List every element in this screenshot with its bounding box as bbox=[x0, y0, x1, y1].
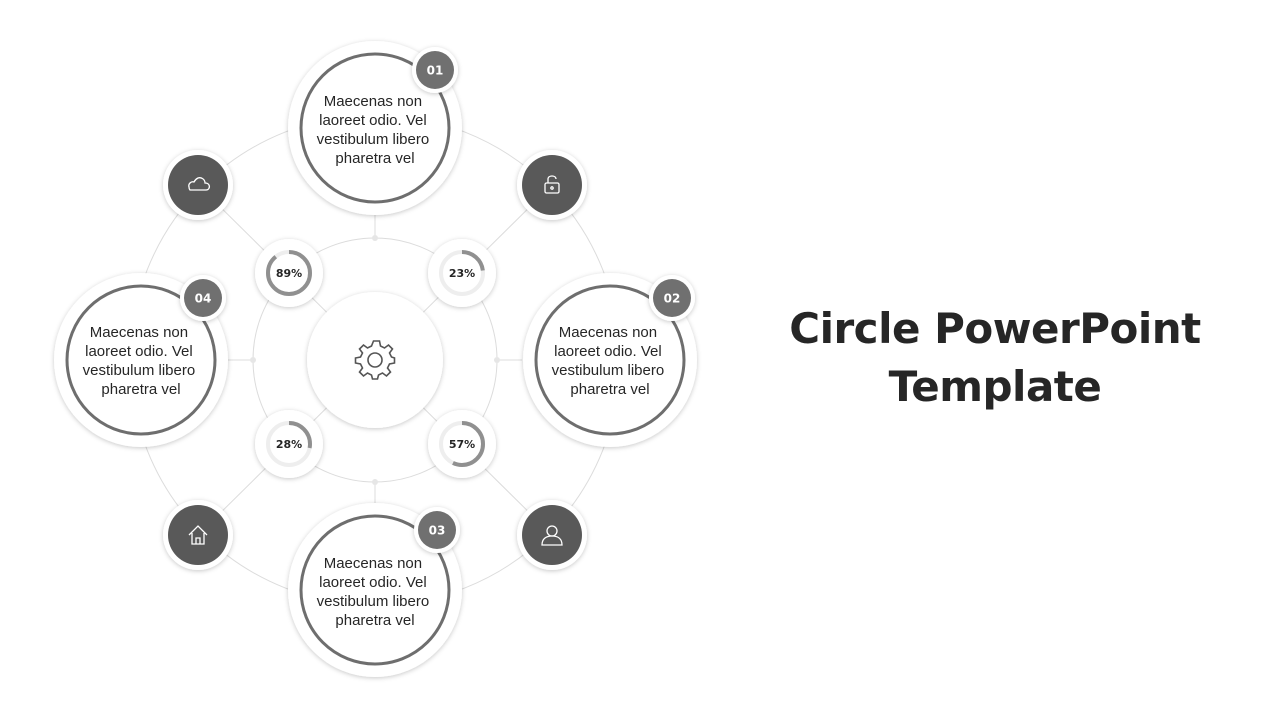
progress-ring-background bbox=[255, 239, 323, 307]
circle-diagram: 89% 23% 57% 28% bbox=[54, 41, 697, 677]
item-number-badge: 04 bbox=[195, 292, 212, 306]
progress-label: 89% bbox=[276, 267, 302, 280]
item-text: Maecenas non laoreet odio. Vel vestibulu… bbox=[552, 324, 669, 398]
progress-indicators: 89% 23% 57% 28% bbox=[255, 239, 496, 478]
progress-label: 28% bbox=[276, 438, 302, 451]
item-text: Maecenas non laoreet odio. Vel vestibulu… bbox=[83, 324, 200, 398]
progress-arc bbox=[266, 421, 312, 467]
progress-arc bbox=[439, 250, 485, 296]
item-number-badge: 03 bbox=[429, 524, 446, 538]
progress-arc bbox=[439, 421, 485, 467]
progress-ring-background bbox=[255, 410, 323, 478]
item-text: Maecenas non laoreet odio. Vel vestibulu… bbox=[317, 93, 434, 167]
progress-label: 23% bbox=[449, 267, 475, 280]
connector-dots bbox=[250, 235, 500, 485]
center-hub bbox=[307, 292, 443, 428]
unlock-icon bbox=[544, 175, 560, 194]
cloud-icon bbox=[188, 177, 211, 191]
item-03: Maecenas non laoreet odio. Vel vestibulu… bbox=[288, 503, 462, 677]
home-icon bbox=[188, 525, 208, 545]
title-line-1: Circle PowerPoint bbox=[789, 304, 1201, 353]
icon-circle-home bbox=[163, 500, 233, 570]
progress-ring-background bbox=[428, 410, 496, 478]
user-icon bbox=[541, 525, 563, 546]
icon-circle-cloud bbox=[163, 150, 233, 220]
progress-ring: 89% bbox=[255, 239, 323, 307]
icon-circle-user bbox=[517, 500, 587, 570]
item-number-badge: 01 bbox=[427, 64, 444, 78]
item-text: Maecenas non laoreet odio. Vel vestibulu… bbox=[317, 555, 434, 629]
progress-arc bbox=[266, 250, 312, 296]
progress-label: 57% bbox=[449, 438, 475, 451]
progress-ring: 28% bbox=[255, 410, 323, 478]
item-01: Maecenas non laoreet odio. Vel vestibulu… bbox=[288, 41, 462, 215]
slide-title: Circle PowerPoint Template bbox=[760, 300, 1230, 416]
item-02: Maecenas non laoreet odio. Vel vestibulu… bbox=[523, 273, 697, 447]
progress-ring: 57% bbox=[428, 410, 496, 478]
item-number-badge: 02 bbox=[664, 292, 681, 306]
title-line-2: Template bbox=[888, 362, 1102, 411]
item-04: Maecenas non laoreet odio. Vel vestibulu… bbox=[54, 273, 228, 447]
gear-icon bbox=[354, 340, 396, 380]
icon-circle-unlock bbox=[517, 150, 587, 220]
progress-ring: 23% bbox=[428, 239, 496, 307]
progress-ring-background bbox=[428, 239, 496, 307]
